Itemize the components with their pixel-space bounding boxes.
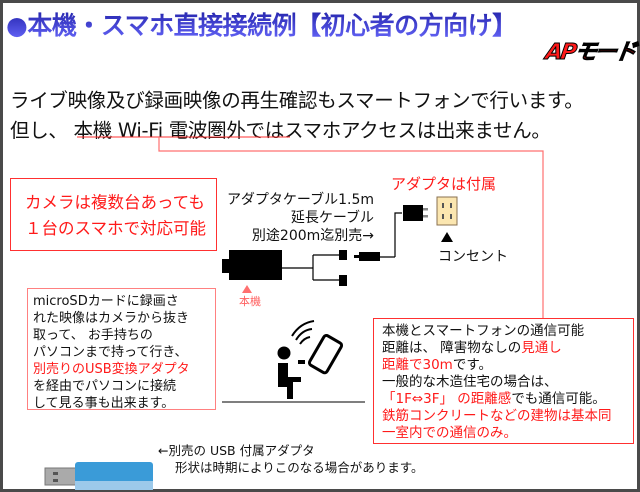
note-line: 一般的な木造住宅の場合は、 [382,374,558,390]
lead-line-1: ライブ映像及び録画映像の再生確認もスマートフォンで行います。 [10,89,584,112]
text: でも通信可能。 [511,391,606,407]
lead-highlight: 本機 Wi-Fi 電波圏外 [73,119,246,142]
note-line-red: 別売りのUSB変換アダプタ [33,362,190,377]
person-phone-icon [277,320,344,399]
note-line: １台のスマホで対応可能 [25,219,207,238]
outlet-icon [436,196,458,242]
text: です。 [452,357,492,373]
usb-caption-line-1: ←別売の USB 付属アダプタ [158,443,315,458]
cable-line-1: アダプタケーブル1.5m [226,192,374,208]
usb-caption-line-2: 形状は時期によりこのなる場合があります。 [175,460,424,475]
note-line: 本機とスマートフォンの通信可能 [382,323,585,339]
note-line: 「1F⇔3F」 の距離感でも通信可能。 [382,391,612,408]
lead-line-2: 但し、 本機 Wi-Fi 電波圏外ではスマホアクセスは出来ません。 [10,114,551,143]
note-line: 距離は、 障害物なしの見通し [382,340,612,357]
camera-label: 本機 [239,295,261,308]
camera-icon [222,250,282,280]
note-line: を経由でパソコンに接続 [33,379,177,394]
plug-connectors [339,205,428,286]
cable-line-2: 延長ケーブル [290,210,374,226]
note-line: れた映像はカメラから抜き [33,311,190,326]
note-line: 距離で30mです。 [382,357,612,374]
note-line: microSDカードに録画さ [33,294,179,309]
note-line: パソコンまで持って行き、 [33,345,188,360]
outlet-label: コンセント [438,249,508,265]
sd-card-note: microSDカードに録画さ れた映像はカメラから抜き 取って、 お手持ちの パ… [27,288,216,411]
note-line: カメラは複数台あっても [25,193,205,212]
lead-suffix: ではスマホアクセスは出来ません。 [245,119,551,142]
note-line: して見る事も出来ます。 [33,396,175,411]
note-line-red: 鉄筋コンクリートなどの建物は基本同 [382,408,612,424]
lead-prefix: 但し、 [10,119,68,142]
usb-adapter-image [44,462,153,490]
text: 距離は、 障害物なしの [382,340,522,356]
page-title: ●本機・スマホ直接接続例【初心者の方向け】 [6,6,517,42]
text-red: 距離で30m [382,357,453,373]
cable-label: アダプタケーブル1.5m 延長ケーブル 別途200m迄別売→ [227,191,374,245]
cable-line-3: 別途200m迄別売→ [251,228,374,244]
camera-pointer-icon [242,285,252,293]
note-line: 取って、 お手持ちの [33,328,153,343]
text-red: 見通し [521,340,562,356]
range-note: 本機とスマートフォンの通信可能 距離は、 障害物なしの見通し 距離で30mです。… [373,318,634,444]
multi-camera-note: カメラは複数台あっても １台のスマホで対応可能 [10,178,217,251]
usb-caption: ←別売の USB 付属アダプタ 形状は時期によりこのなる場合があります。 [158,442,424,476]
text-red: 「1F⇔3F」 の距離感 [382,391,512,407]
note-line-red: 一室内での通信のみ。 [382,425,517,441]
adapter-included-label: アダプタは付属 [391,175,497,193]
